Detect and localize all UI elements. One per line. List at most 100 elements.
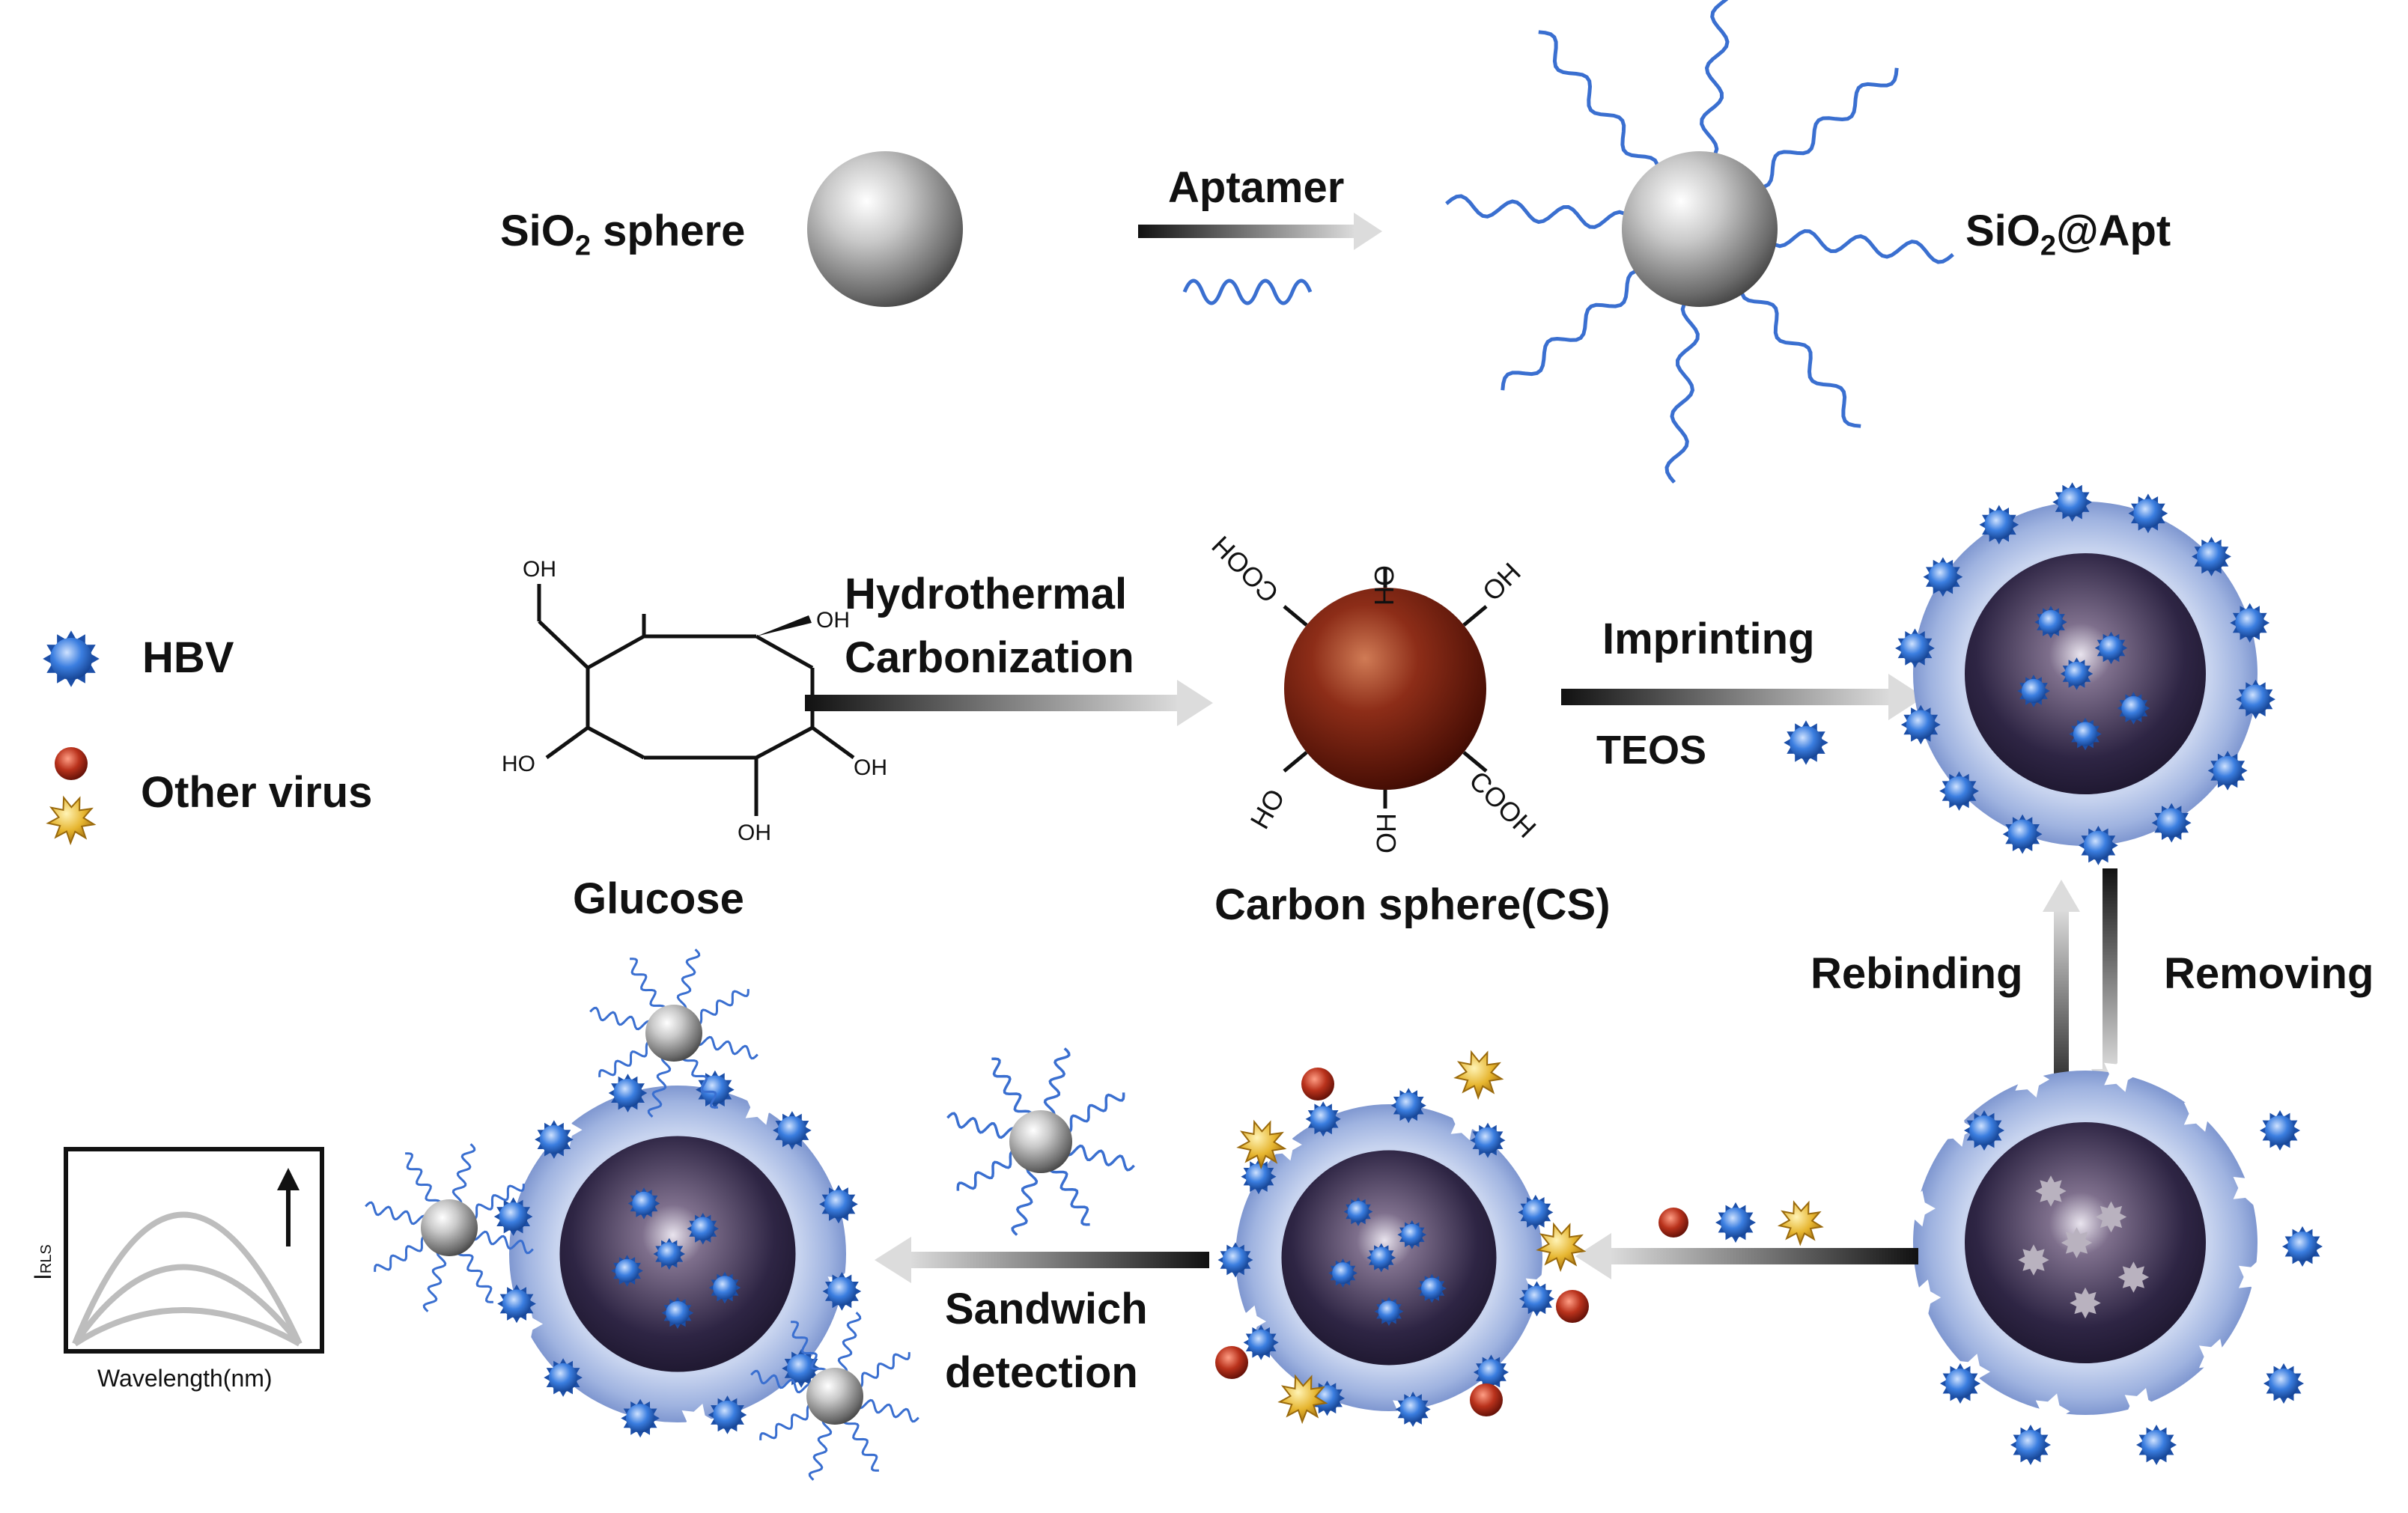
bound-hbv-icon: [2002, 814, 2043, 854]
embedded-hbv-icon-body: [1370, 1246, 1393, 1269]
inset-ylabel: IRLS: [29, 1244, 56, 1280]
imprinting-arrow: [1561, 674, 1924, 720]
interferent-yellow-virus-icon: [1277, 1374, 1328, 1425]
aptamer-strand: [946, 1112, 1018, 1139]
imprinted-cavity: [2183, 1095, 2219, 1132]
bound-hbv-icon-body: [713, 1400, 742, 1430]
embedded-hbv-icon-body: [2038, 609, 2064, 635]
sio2-core: [806, 1368, 863, 1425]
aptamer-strand: [598, 1041, 655, 1077]
mip-rebound-with-interferents: [1215, 1050, 1589, 1427]
bound-hbv-icon: [2192, 537, 2231, 576]
mip-empty-particle: [1901, 1056, 2273, 1430]
released-hbv-icon-body: [2141, 1430, 2171, 1460]
bound-hbv-icon-body: [613, 1078, 642, 1108]
interferent-red-virus-icon: [1215, 1346, 1248, 1379]
bound-hbv-icon: [621, 1398, 660, 1438]
rls-curve-mid: [72, 1264, 302, 1346]
bound-hbv-icon: [1473, 1354, 1509, 1390]
bound-hbv-icon: [1979, 505, 2019, 545]
bound-hbv-icon-body: [827, 1276, 857, 1306]
aptamer-strand-icon: [1182, 278, 1313, 305]
empty-cavity: [2035, 1175, 2067, 1207]
aptamer-strand: [1751, 67, 1899, 189]
embedded-hbv-icon: [653, 1238, 685, 1270]
embedded-hbv-icon: [708, 1271, 741, 1304]
bound-hbv-icon: [1390, 1088, 1426, 1124]
rls-inset-plot: [64, 1147, 324, 1354]
released-hbv-icon-body: [2269, 1369, 2299, 1398]
aptamer-strand: [676, 949, 701, 1012]
embedded-hbv-icon-body: [632, 1191, 656, 1216]
aptamer-strand: [457, 1246, 493, 1303]
released-hbv-icon: [1940, 1363, 1980, 1404]
bound-hbv-icon: [1939, 771, 1979, 811]
aptamer-strand: [1664, 294, 1700, 484]
aptamer-strand: [808, 1417, 833, 1481]
bound-hbv-icon: [608, 1074, 648, 1112]
bound-hbv-icon-body: [824, 1190, 854, 1219]
aptamer-strand: [842, 1415, 879, 1472]
bound-hbv-icon: [1305, 1101, 1341, 1137]
empty-cavity: [2070, 1287, 2101, 1319]
bound-hbv-icon: [708, 1395, 747, 1434]
sandwich-label: Sandwich: [945, 1285, 1148, 1333]
sandwich-arrow: [875, 1237, 1209, 1283]
bound-hbv-icon-body: [1247, 1329, 1274, 1356]
bound-hbv-icon: [1470, 1122, 1506, 1158]
aptamer-strand: [422, 1249, 447, 1312]
legend-hbv-icon: [43, 630, 100, 687]
sio2-core: [1009, 1110, 1072, 1173]
embedded-hbv-icon-body: [1332, 1262, 1354, 1284]
embedded-hbv-icon-body: [615, 1258, 639, 1283]
rls-curve-low: [73, 1307, 301, 1347]
bound-hbv-icon: [2236, 679, 2275, 719]
bound-hbv-icon: [1518, 1194, 1554, 1230]
bound-sio2-apt-probe: [750, 1312, 919, 1481]
carbon-group-oh-top: OH: [1369, 565, 1399, 606]
released-hbv-icon-body: [2016, 1430, 2046, 1460]
aptamer-strand: [1765, 229, 1954, 264]
bound-hbv-icon: [2207, 751, 2248, 791]
glucose-group-right-lower: OH: [854, 755, 887, 780]
bound-hbv-icon: [2079, 826, 2118, 865]
carbon-group-oh-bottom: OH: [1371, 813, 1402, 853]
bound-hbv-icon-body: [1944, 776, 1974, 806]
released-hbv-icon-body: [1945, 1369, 1975, 1398]
interferent-red-virus-icon: [1301, 1068, 1334, 1100]
legend-yellow-virus-icon: [46, 795, 97, 846]
empty-cavity: [2018, 1244, 2049, 1276]
glucose-group-bottom: OH: [738, 821, 771, 845]
aptamer-strand: [1049, 1163, 1090, 1226]
bound-hbv-icon-body: [786, 1354, 816, 1383]
imprinted-cavity: [2198, 1339, 2234, 1375]
glucose-structure: [537, 584, 855, 816]
embedded-hbv-icon-body: [713, 1276, 737, 1300]
bound-hbv-icon: [1519, 1281, 1554, 1317]
imprinted-cavity: [1901, 1190, 1936, 1227]
embedded-hbv-icon-body: [1347, 1201, 1369, 1223]
embedded-hbv-icon: [1417, 1273, 1447, 1303]
aptamer-strand: [1043, 1047, 1071, 1119]
aptamer-strand: [956, 1150, 1020, 1191]
aptamer-strand: [1445, 194, 1635, 229]
aptamer-strand: [1062, 1092, 1125, 1133]
embedded-hbv-icon-body: [666, 1301, 690, 1325]
embedded-hbv-icon: [1374, 1297, 1404, 1327]
embedded-hbv-icon-body: [691, 1217, 715, 1240]
bound-hbv-icon: [1243, 1324, 1279, 1360]
aptamer-strand: [452, 1143, 476, 1207]
carbon-group-oh-top-right: OH: [1477, 556, 1527, 606]
imprinted-cavity: [2015, 1061, 2050, 1098]
released-hbv-icon: [2263, 1363, 2304, 1404]
embedded-hbv-icon: [661, 1297, 694, 1329]
legend-red-virus-icon: [55, 747, 88, 780]
aptamer-strand: [759, 1404, 816, 1440]
bound-hbv-icon-body: [700, 1075, 730, 1104]
rebinding-arrow: [2043, 880, 2080, 1112]
embedded-hbv-icon: [1343, 1197, 1373, 1226]
bound-hbv-icon-body: [2235, 608, 2265, 638]
aptamer-strand: [854, 1352, 910, 1389]
released-hbv-icon: [2136, 1425, 2177, 1465]
